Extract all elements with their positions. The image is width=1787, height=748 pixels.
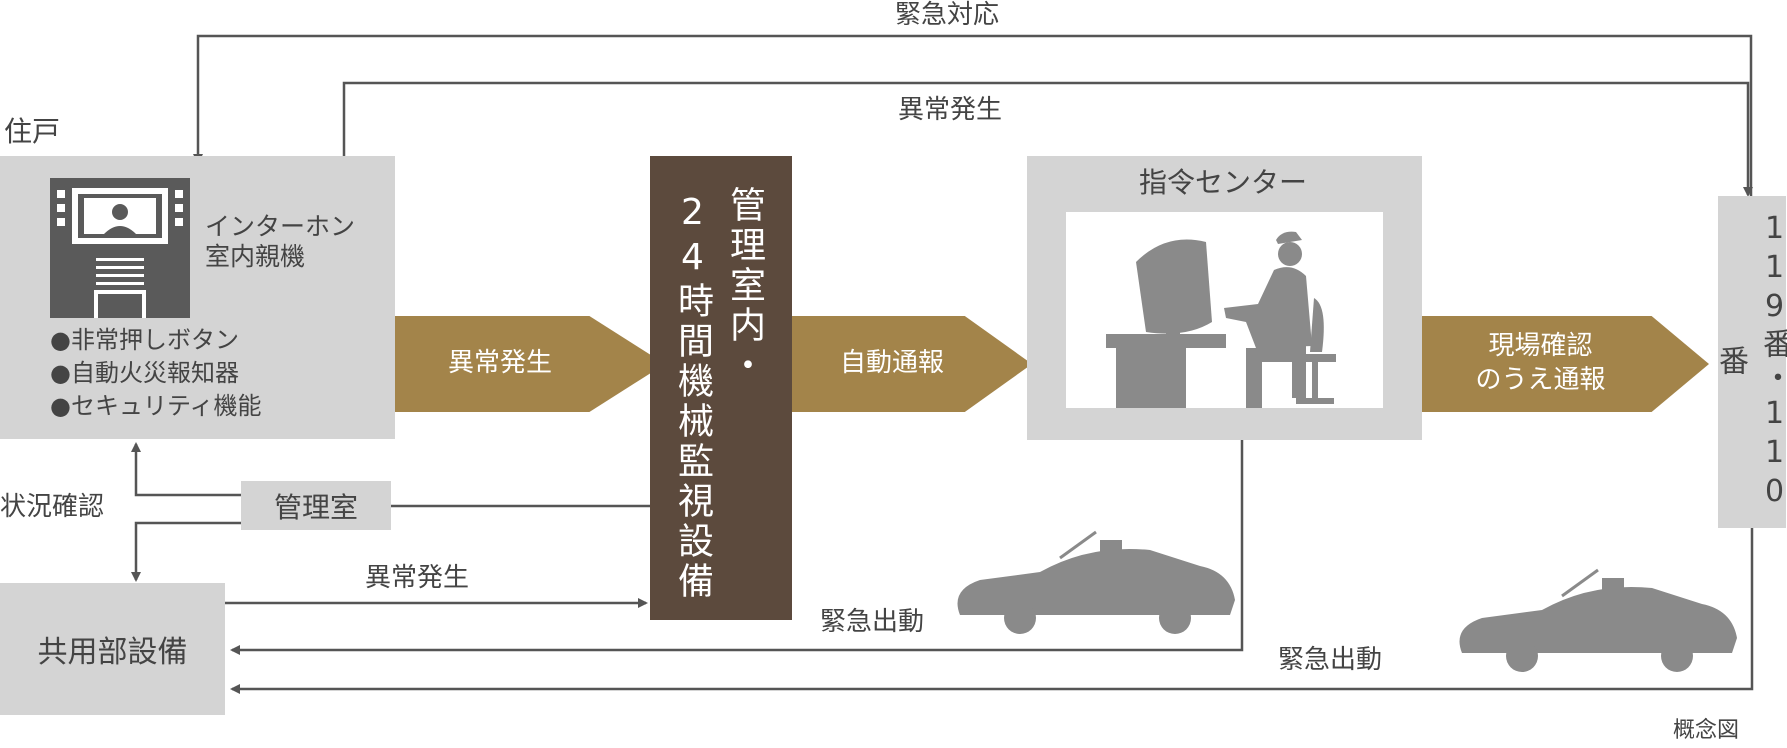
command-center-label: 指令センター: [1139, 166, 1308, 199]
feature-item: ●自動火災報知器: [50, 359, 239, 387]
management-room-label: 管理室: [273, 490, 358, 524]
intercom-label: インターホン 室内親機: [205, 212, 356, 271]
feature-item: ●非常押しボタン: [50, 326, 239, 354]
intercom-icon: [50, 178, 190, 318]
dispatch-label-2: 緊急出動: [1278, 645, 1383, 675]
monitor-col1: 管理室内・: [724, 186, 765, 386]
police-fire-box: 119番・110番: [1713, 196, 1787, 528]
anomaly-arrow-label: 異常発生: [447, 348, 552, 379]
operator-icon: [1106, 231, 1336, 408]
police-car-icon: [1459, 568, 1737, 672]
status-check-label: 状況確認: [0, 492, 105, 522]
police-car-icon: [957, 530, 1235, 634]
management-room-box: 管理室: [241, 481, 391, 530]
auto-notify-label: 自動通報: [839, 348, 944, 379]
feature-item: ●セキュリティ機能: [50, 392, 262, 420]
concept-label: 概念図: [1673, 718, 1740, 743]
common-facilities-label: 共用部設備: [37, 635, 188, 670]
confirm-notify-label: 現場確認 のうえ通報: [1475, 331, 1606, 395]
police-fire-label: 119番・110番: [1713, 211, 1787, 513]
confirm-notify-arrow: 現場確認 のうえ通報: [1422, 316, 1709, 412]
anomaly-top-label: 異常発生: [898, 95, 1003, 125]
anomaly-top-line: [342, 81, 1753, 197]
dispatch-center-line: [230, 440, 1244, 655]
common-facilities-box: 共用部設備: [0, 583, 225, 715]
dispatch-label-1: 緊急出動: [820, 607, 925, 637]
monitor-box: 管理室内・ 24時間機械監視設備: [650, 156, 792, 620]
dispatch-police-line: [230, 528, 1754, 694]
anomaly-lower-label: 異常発生: [365, 563, 470, 593]
status-check-down-line: [131, 521, 241, 582]
status-check-up-line: [131, 442, 241, 497]
monitor-col2: 24時間機械監視設備: [672, 192, 713, 602]
command-center-screen: [1066, 212, 1383, 408]
emergency-response-line: [193, 34, 1753, 196]
residence-box: インターホン 室内親機 ●非常押しボタン ●自動火災報知器 ●セキュリティ機能: [0, 156, 395, 439]
residence-label: 住戸: [4, 115, 61, 148]
command-center-box: 指令センター: [1027, 156, 1422, 440]
emergency-response-label: 緊急対応: [895, 0, 1000, 30]
